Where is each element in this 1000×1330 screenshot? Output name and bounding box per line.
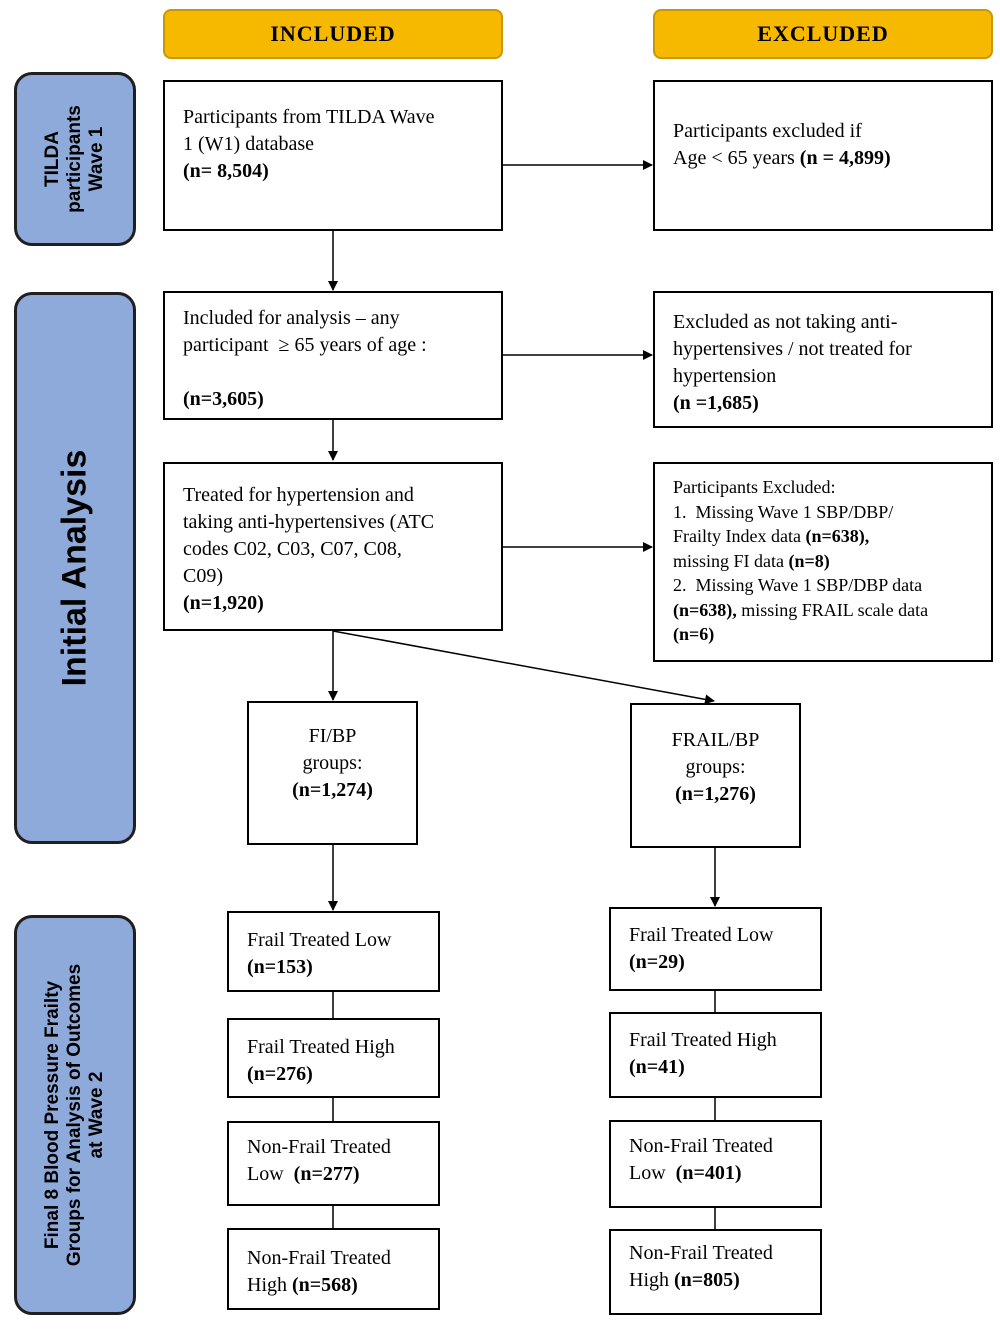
frail-group-4-count: (n=805)	[674, 1269, 740, 1291]
untreated-line2: hypertensives / not treated for	[673, 338, 912, 360]
included-line2: participant ≥ 65 years of age :	[183, 334, 427, 356]
missing-title: Participants Excluded:	[673, 477, 836, 497]
frail-group-1-count: (n=29)	[629, 951, 685, 973]
side-final-line1: Final 8 Blood Pressure Frailty	[42, 980, 63, 1250]
missing-line2-text: Frailty Index data	[673, 526, 806, 546]
frail-bp-line1: FRAIL/BP	[671, 729, 760, 751]
fi-group-3-line2: Low	[247, 1163, 294, 1185]
excluded-header: EXCLUDED	[653, 9, 993, 59]
box-frail-bp: FRAIL/BP groups: (n=1,276)	[630, 703, 801, 848]
untreated-line3: hypertension	[673, 365, 777, 387]
untreated-count: (n =1,685)	[673, 392, 759, 414]
arrow-treated-to-frail	[332, 630, 715, 705]
missing-line5-count: (n=638),	[673, 599, 737, 620]
fi-bp-line2: groups:	[302, 752, 363, 774]
frail-group-2: Frail Treated High (n=41)	[609, 1012, 822, 1098]
missing-line5-text: missing FRAIL scale data	[736, 599, 929, 620]
fi-group-4-count: (n=568)	[292, 1274, 358, 1296]
fi-group-2: Frail Treated High (n=276)	[227, 1018, 440, 1098]
side-label-tilda-text: TILDA participants Wave 1	[42, 105, 108, 213]
frail-group-3-line2: Low	[629, 1162, 676, 1184]
treated-line4: C09)	[183, 565, 223, 587]
side-tilda-line1: TILDA	[42, 131, 63, 187]
participants-line1: Participants from TILDA Wave	[183, 106, 435, 128]
frail-group-1-line1: Frail Treated Low	[629, 924, 774, 946]
fi-group-1: Frail Treated Low (n=153)	[227, 911, 440, 992]
treated-line2: taking anti-hypertensives (ATC	[183, 511, 435, 533]
side-final-line2: Groups for Analysis of Outcomes	[64, 963, 85, 1267]
fi-group-4-line1: Non-Frail Treated	[247, 1247, 391, 1269]
included-header-label: INCLUDED	[270, 21, 396, 46]
frail-bp-line2: groups:	[685, 756, 746, 778]
missing-line2-count: (n=638),	[805, 526, 870, 546]
untreated-line1: Excluded as not taking anti-	[673, 311, 898, 333]
box-excluded-untreated: Excluded as not taking anti- hypertensiv…	[653, 291, 993, 428]
fi-group-3: Non-Frail Treated Low (n=277)	[227, 1121, 440, 1206]
frail-group-3-count: (n=401)	[675, 1162, 742, 1184]
box-treated: Treated for hypertension and taking anti…	[163, 462, 503, 631]
participants-line2: 1 (W1) database	[183, 133, 315, 155]
frail-group-4: Non-Frail Treated High (n=805)	[609, 1229, 822, 1315]
box-excluded-missing: Participants Excluded: 1. Missing Wave 1…	[653, 462, 993, 662]
treated-count: (n=1,920)	[183, 592, 264, 614]
box-included-analysis: Included for analysis – any participant …	[163, 291, 503, 420]
excluded-age-line2: Age < 65 years	[673, 147, 800, 169]
missing-line3-text: missing FI data	[673, 550, 789, 571]
frail-group-3: Non-Frail Treated Low (n=401)	[609, 1120, 822, 1208]
side-label-initial: Initial Analysis	[14, 292, 136, 844]
included-header: INCLUDED	[163, 9, 503, 59]
missing-line6-count: (n=6)	[673, 624, 715, 644]
box-fi-bp: FI/BP groups: (n=1,274)	[247, 701, 418, 845]
side-label-final-text: Final 8 Blood Pressure Frailty Groups fo…	[42, 964, 108, 1266]
excluded-age-count: (n = 4,899)	[799, 147, 891, 169]
box-participants: Participants from TILDA Wave 1 (W1) data…	[163, 80, 503, 231]
frail-bp-count: (n=1,276)	[675, 783, 756, 805]
fi-group-4: Non-Frail Treated High (n=568)	[227, 1228, 440, 1310]
included-line1: Included for analysis – any	[183, 307, 400, 329]
side-label-initial-text: Initial Analysis	[56, 450, 95, 687]
side-label-tilda: TILDA participants Wave 1	[14, 72, 136, 246]
treated-line3: codes C02, C03, C07, C08,	[183, 538, 402, 560]
side-tilda-line3: Wave 1	[86, 126, 107, 192]
fi-group-1-line1: Frail Treated Low	[247, 929, 392, 951]
excluded-header-label: EXCLUDED	[757, 21, 889, 46]
side-tilda-line2: participants	[64, 105, 85, 213]
included-count: (n=3,605)	[183, 388, 264, 410]
missing-line1: 1. Missing Wave 1 SBP/DBP/	[673, 501, 894, 522]
frail-group-4-line1: Non-Frail Treated	[629, 1242, 773, 1264]
fi-group-1-count: (n=153)	[247, 956, 313, 978]
missing-line4: 2. Missing Wave 1 SBP/DBP data	[673, 575, 923, 595]
fi-group-2-count: (n=276)	[247, 1063, 313, 1085]
fi-group-4-line2: High	[247, 1274, 292, 1296]
treated-line1: Treated for hypertension and	[183, 484, 414, 506]
side-final-line3: at Wave 2	[86, 1071, 107, 1159]
frail-group-2-count: (n=41)	[629, 1056, 685, 1078]
fi-group-3-line1: Non-Frail Treated	[247, 1136, 391, 1158]
frail-group-4-line2: High	[629, 1269, 674, 1291]
fi-group-2-line1: Frail Treated High	[247, 1036, 395, 1058]
box-excluded-age: Participants excluded if Age < 65 years …	[653, 80, 993, 231]
fi-bp-count: (n=1,274)	[292, 779, 373, 801]
missing-line3-count: (n=8)	[788, 550, 830, 571]
frail-group-1: Frail Treated Low (n=29)	[609, 907, 822, 991]
frail-group-3-line1: Non-Frail Treated	[629, 1135, 773, 1157]
frail-group-2-line1: Frail Treated High	[629, 1029, 777, 1051]
fi-group-3-count: (n=277)	[293, 1163, 360, 1185]
side-label-final: Final 8 Blood Pressure Frailty Groups fo…	[14, 915, 136, 1315]
excluded-age-line1: Participants excluded if	[673, 120, 862, 142]
side-initial-line: Initial Analysis	[55, 449, 94, 687]
participants-count: (n= 8,504)	[183, 160, 269, 182]
fi-bp-line1: FI/BP	[308, 725, 357, 747]
